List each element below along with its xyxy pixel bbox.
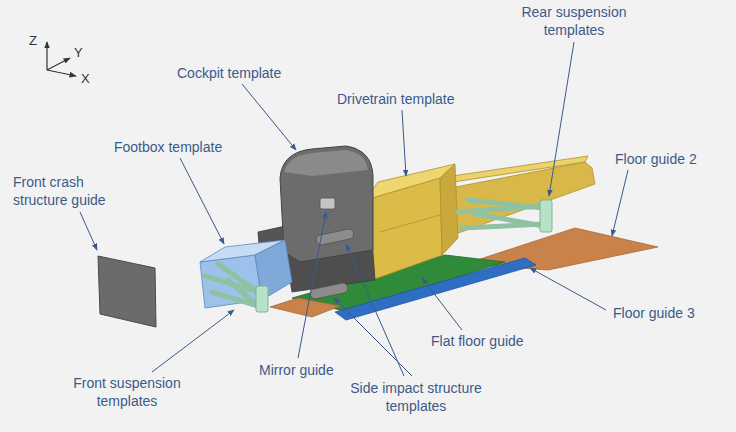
axis-label: X: [80, 70, 91, 88]
callout-label: Floor guide 2: [614, 150, 698, 168]
callout-label: Drivetrain template: [336, 90, 456, 108]
callout-label: Side impact structure templates: [349, 379, 483, 415]
z-axis: [46, 42, 47, 70]
cockpit-body: [280, 146, 373, 262]
axis-label: Y: [73, 44, 84, 62]
callout-label: Floor guide 3: [612, 304, 696, 322]
axis-label: Z: [28, 32, 38, 50]
callout-label: Cockpit template: [176, 64, 282, 82]
leader-line: [180, 158, 224, 244]
leader-line: [346, 244, 404, 376]
x-axis: [47, 70, 76, 76]
axis-triad: [47, 42, 76, 76]
rear-suspension-template: [458, 200, 552, 232]
callout-label: Flat floor guide: [430, 332, 525, 350]
y-axis: [47, 58, 70, 70]
callout-label: Front crash structure guide: [12, 173, 126, 209]
callout-label: Mirror guide: [258, 361, 335, 379]
leader-line: [80, 212, 97, 250]
drivetrain-tail: [440, 162, 595, 236]
front-floor-guide: [270, 298, 340, 317]
front-crash-guide: [98, 256, 156, 327]
cockpit-headrest: [284, 150, 368, 176]
leader-line: [298, 212, 326, 358]
wishbone-arm: [228, 280, 258, 306]
upright: [540, 200, 552, 232]
leader-line: [549, 42, 574, 196]
drivetrain-tail-top: [440, 156, 588, 184]
footbox-template: [200, 240, 292, 308]
leader-lines: [80, 42, 628, 376]
leader-line: [242, 84, 296, 150]
callout-label: Front suspension templates: [61, 374, 193, 410]
drivetrain-side-face: [440, 164, 458, 255]
leader-line: [422, 278, 462, 330]
mirror-guide: [320, 198, 335, 209]
wishbone-arm: [475, 214, 544, 226]
upright: [256, 286, 268, 312]
leader-line: [334, 298, 412, 376]
wishbone-arm: [468, 200, 544, 208]
drivetrain-template: [365, 156, 595, 280]
leader-line: [402, 110, 406, 176]
front-suspension-template: [205, 264, 268, 312]
footbox-front: [200, 255, 262, 308]
callout-label: Rear suspension templates: [512, 3, 636, 39]
drivetrain-edge: [380, 215, 440, 232]
leader-line: [152, 310, 234, 372]
callout-label: Footbox template: [113, 138, 223, 156]
side-impact-tube: [309, 282, 348, 300]
leader-line: [612, 170, 628, 236]
leader-line: [530, 268, 606, 310]
